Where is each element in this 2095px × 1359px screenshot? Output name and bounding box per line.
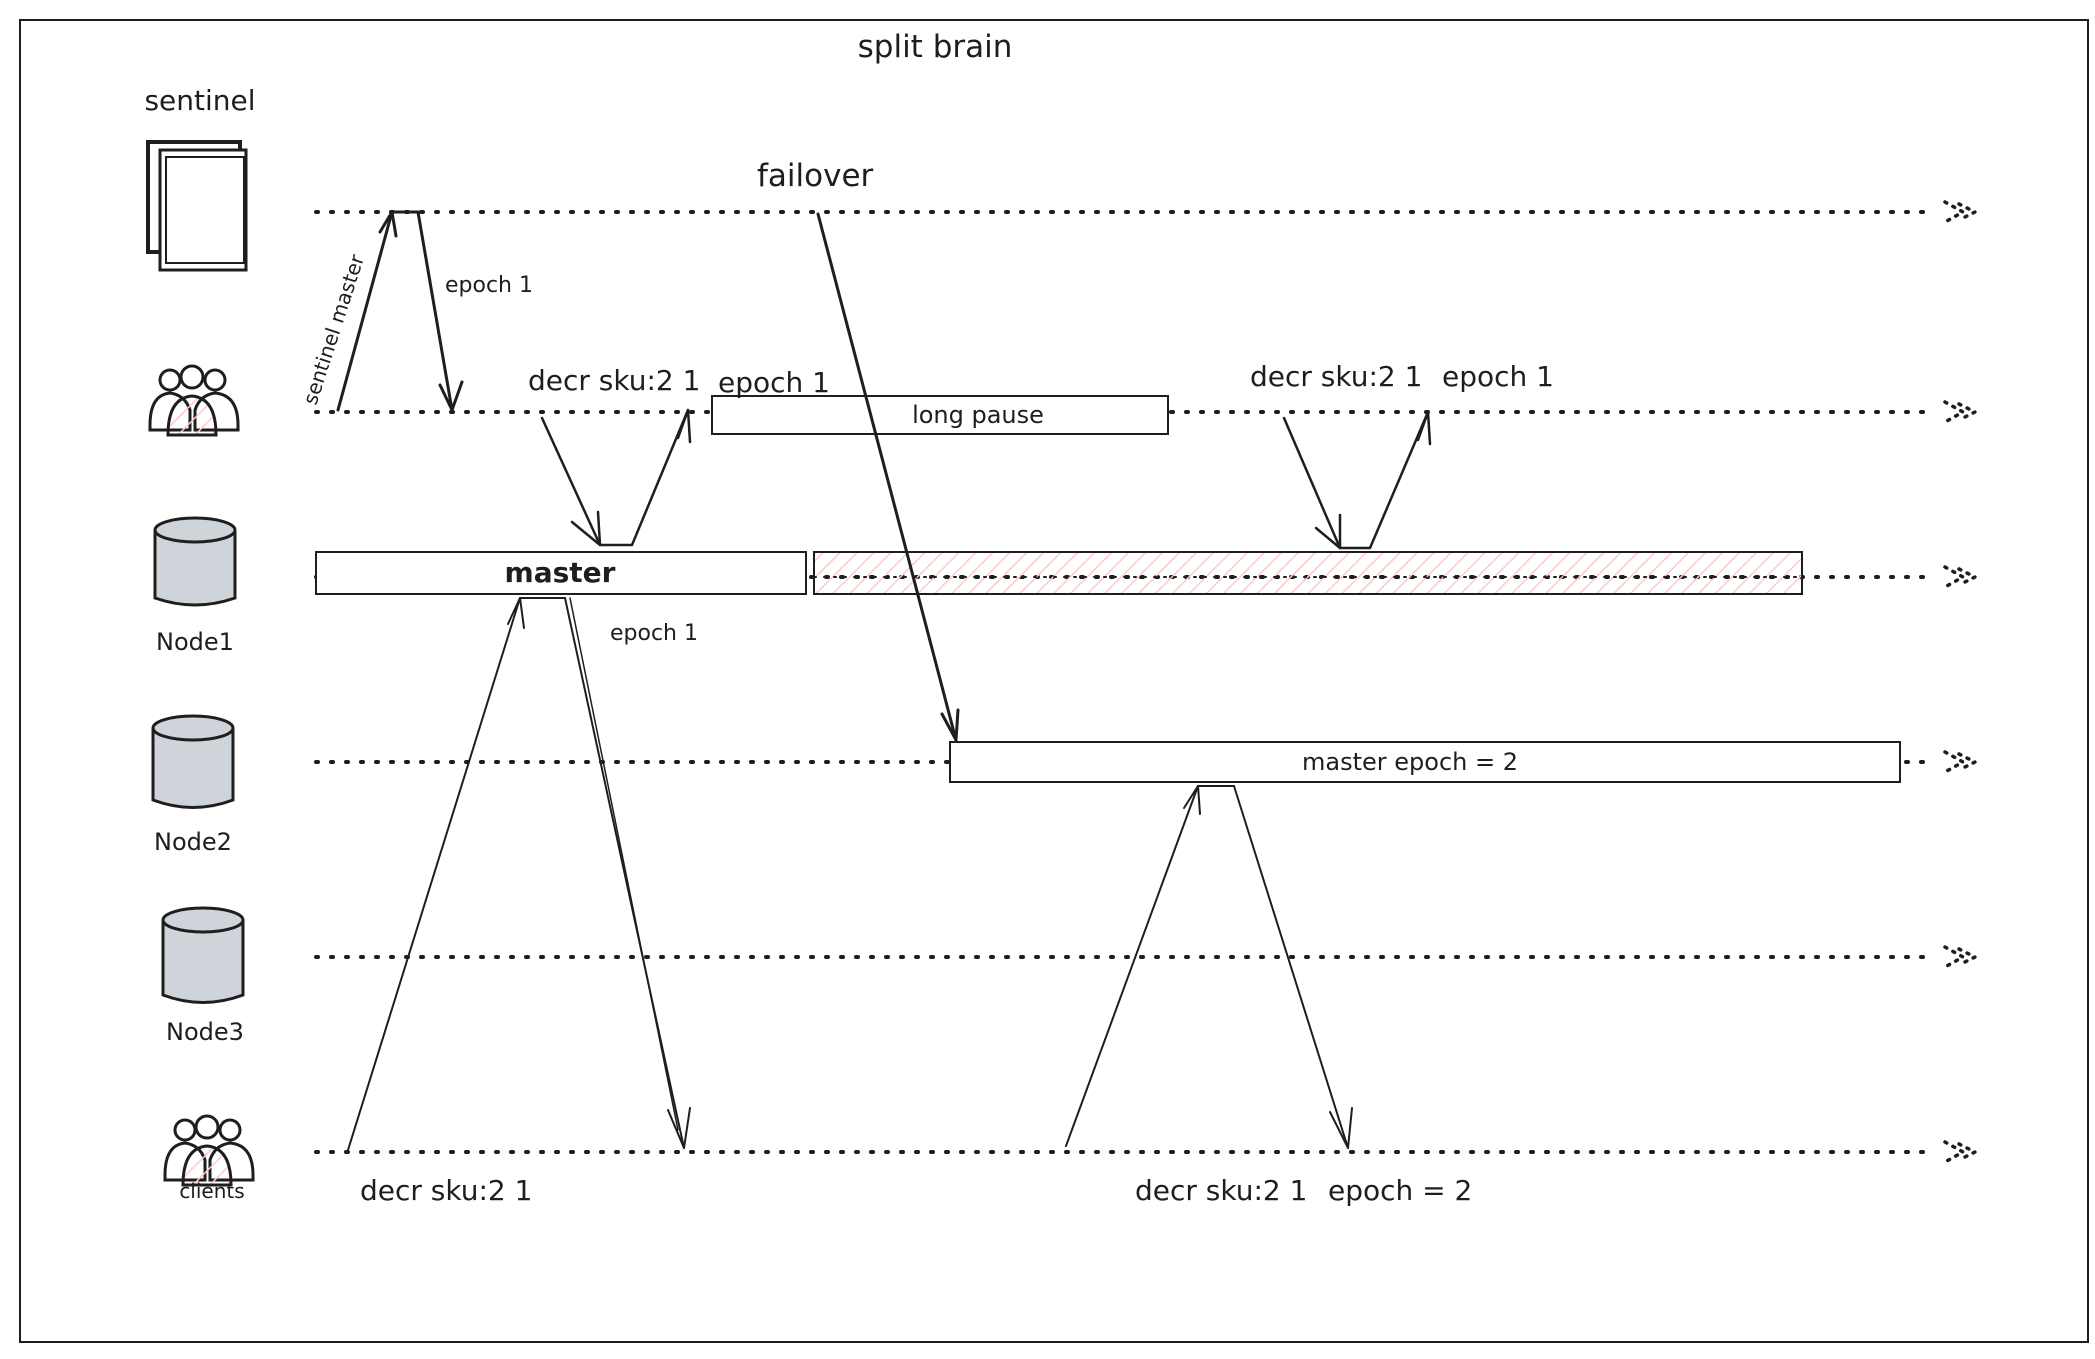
long-pause-bar: long pause: [711, 395, 1169, 435]
client-to-master-exchange: [347, 597, 691, 1151]
decr-right-label: decr sku:2 1: [1250, 360, 1422, 393]
sentinel-lifeline: [314, 200, 1977, 224]
client-decr-label: decr sku:2 1: [360, 1174, 532, 1207]
sentinel-label: sentinel: [144, 84, 255, 117]
user-group-icon: [163, 1114, 255, 1187]
client-epoch2-label: epoch = 2: [1328, 1174, 1472, 1207]
epoch1-sentinel-label: epoch 1: [445, 273, 533, 298]
stale-master-bar: [813, 551, 1803, 595]
failover-label: failover: [757, 158, 874, 194]
decr-right-exchange: [1282, 410, 1432, 550]
clients-label: clients: [179, 1179, 244, 1203]
node1-label: Node1: [156, 628, 234, 656]
database-cylinder-icon: [151, 714, 235, 809]
node3-lifeline: [314, 945, 1977, 969]
diagram-title: split brain: [858, 29, 1013, 65]
document-stack-icon: [146, 140, 248, 272]
node3-label: Node3: [166, 1018, 244, 1046]
master-bar-label: master: [505, 556, 616, 589]
outer-frame: [19, 19, 2089, 1343]
sentinel-master-arrow: [336, 210, 464, 412]
client-to-new-master-exchange: [1065, 785, 1353, 1149]
decr-left-exchange: [540, 408, 692, 547]
database-cylinder-icon: [153, 516, 237, 607]
node2-label: Node2: [154, 828, 232, 856]
decr-left-label: decr sku:2 1: [528, 364, 700, 397]
failover-arrow: [816, 212, 960, 742]
epoch1-left-label: epoch 1: [718, 366, 830, 399]
master-bar: master: [315, 551, 807, 595]
epoch1-node1-label: epoch 1: [610, 621, 698, 646]
client-decr2-label: decr sku:2 1: [1135, 1174, 1307, 1207]
epoch1-right-label: epoch 1: [1442, 360, 1554, 393]
long-pause-label: long pause: [912, 401, 1044, 429]
user-group-icon: [148, 364, 240, 437]
master-epoch2-bar: master epoch = 2: [949, 741, 1901, 783]
clients-lifeline: [314, 1140, 1977, 1164]
master-epoch2-label: master epoch = 2: [1302, 748, 1518, 776]
database-cylinder-icon: [161, 906, 245, 1004]
